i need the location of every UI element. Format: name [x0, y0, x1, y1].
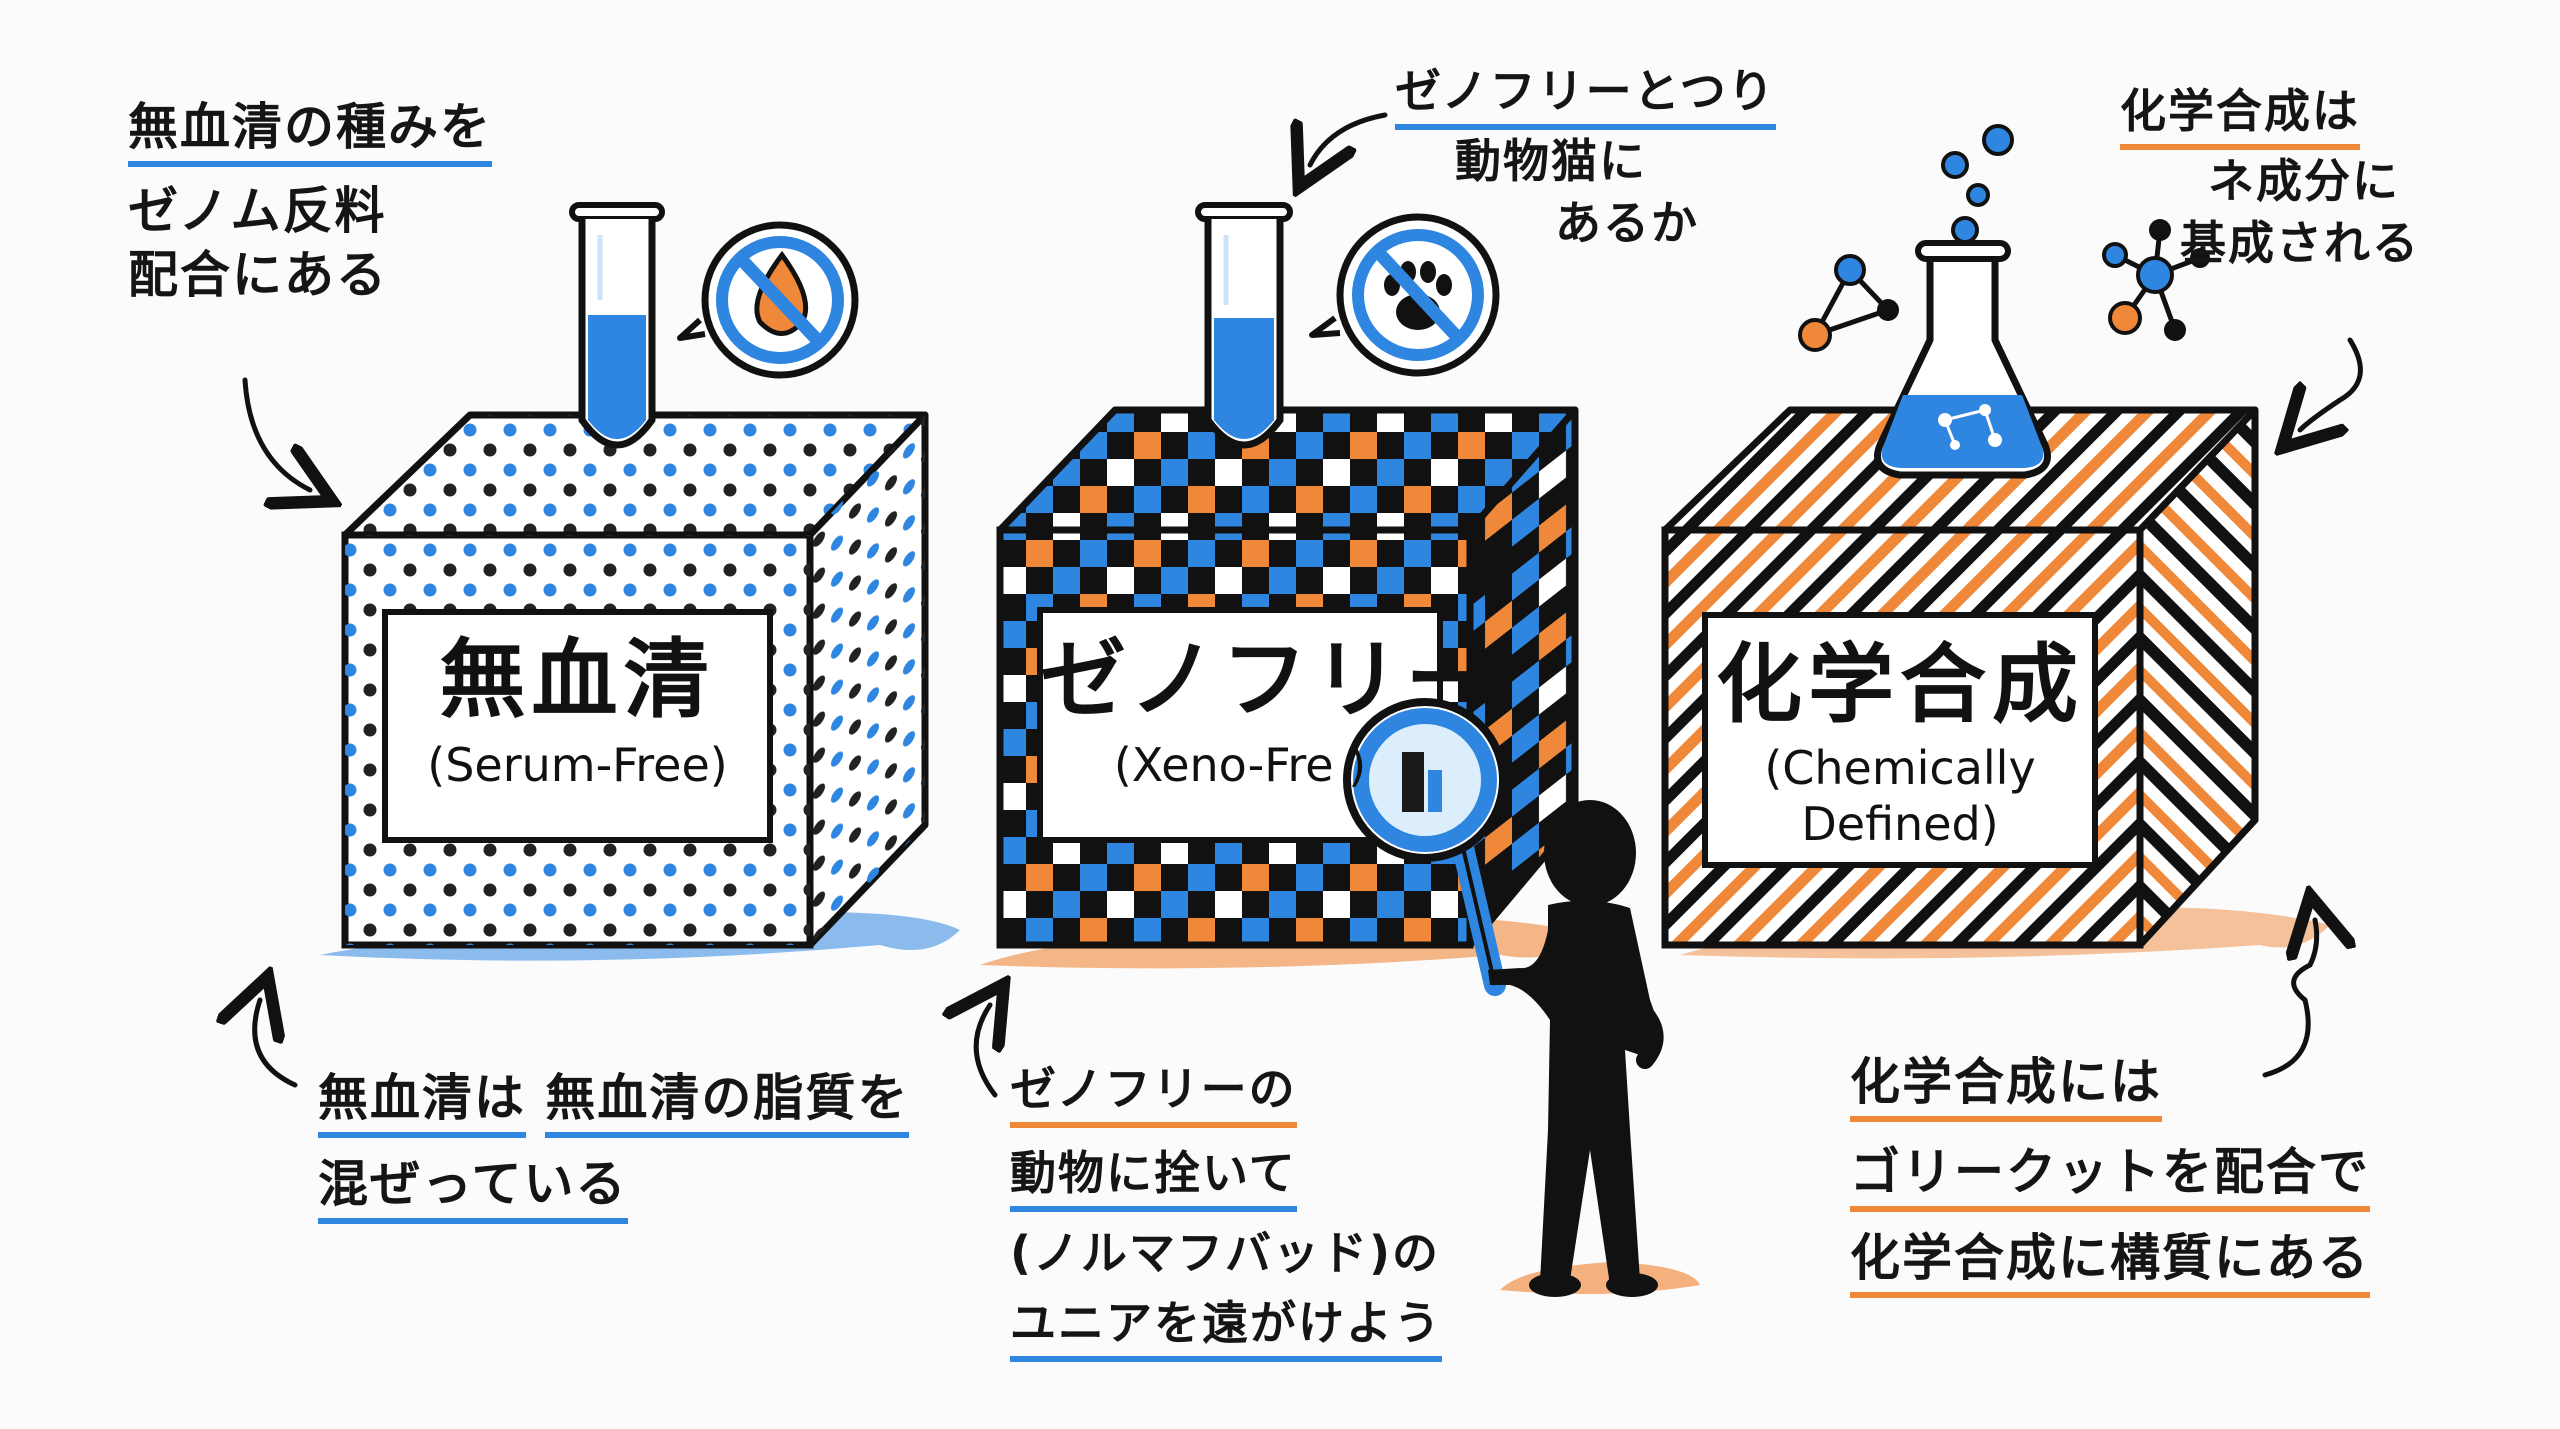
arrow-top-center — [1310, 112, 1388, 165]
note-line: ネ成分に — [2208, 154, 2400, 208]
no-blood-drop-icon — [677, 221, 859, 379]
note-line: (ノルマフバッド)の — [1010, 1226, 1441, 1280]
note-bottom-right: 化学合成には ゴリークットを配合で 化学合成に構質にある — [1850, 1050, 2370, 1298]
arrow-top-left — [242, 377, 310, 490]
note-line: 無血清の脂質を — [545, 1066, 910, 1138]
note-top-center: ゼノフリーとつり 動物猫に あるか — [1395, 60, 1776, 254]
xeno-free-box — [996, 406, 1579, 949]
note-line: 動物猫に — [1455, 134, 1647, 188]
serum-free-box — [341, 411, 929, 949]
note-line: 化学合成は — [2120, 80, 2360, 150]
note-line: ゼノム反料 — [128, 182, 387, 240]
serum-free-title-jp: 無血清 — [439, 630, 716, 730]
arrow-bottom-left — [255, 1000, 298, 1088]
note-bottom-left: 無血清は 無血清の脂質を 混ぜっている — [318, 1048, 910, 1224]
flask-icon — [1874, 124, 2051, 479]
xeno-free-label: ゼノフリー (Xeno-Fre ) — [1040, 625, 1498, 795]
no-paw-icon — [1309, 213, 1500, 377]
note-line: 化学合成に構質にある — [1850, 1226, 2370, 1298]
arrow-top-right — [2300, 337, 2363, 430]
arrow-bottom-center — [976, 1005, 995, 1098]
note-line: 基成される — [2180, 216, 2420, 270]
note-line: 化学合成には — [1850, 1050, 2162, 1122]
annotation-arrows — [242, 112, 2363, 1098]
chemically-defined-label: 化学合成 (Chemically Defined) — [1705, 630, 2095, 852]
molecule-icon — [1798, 219, 2210, 352]
note-line: 無血清は — [318, 1066, 526, 1138]
note-line: ゼノフリーの — [1010, 1058, 1297, 1128]
test-tube-icon — [569, 202, 665, 449]
note-top-left: 無血清の種みを ゼノム反料 配合にある — [128, 95, 492, 307]
xeno-free-title-en: (Xeno-Fre ) — [1113, 738, 1367, 792]
arrow-bottom-right — [2262, 920, 2317, 1078]
serum-free-label-panel — [382, 609, 773, 843]
xeno-free-title-jp: ゼノフリー — [1040, 630, 1498, 730]
chemically-defined-title-en-line2: Defined) — [1801, 797, 1999, 851]
person-with-magnifier-icon — [1343, 698, 1664, 1297]
note-line: ゼノフリーとつり — [1395, 60, 1776, 130]
test-tube-icon — [1195, 202, 1293, 449]
note-line: 配合にある — [128, 246, 388, 304]
serum-free-label: 無血清 (Serum-Free) — [385, 625, 770, 795]
note-line: あるか — [1555, 196, 1699, 250]
serum-free-title-en: (Serum-Free) — [427, 738, 728, 792]
note-top-right: 化学合成は ネ成分に 基成される — [2120, 80, 2420, 274]
note-line: 無血清の種みを — [128, 95, 492, 167]
note-line: ユニアを遠がけよう — [1010, 1292, 1442, 1362]
note-bottom-center: ゼノフリーの 動物に拴いて (ノルマフバッド)の ユニアを遠がけよう — [1010, 1058, 1442, 1362]
chemically-defined-title-jp: 化学合成 — [1716, 635, 2084, 735]
note-line: 動物に拴いて — [1010, 1142, 1297, 1212]
note-line: ゴリークットを配合で — [1850, 1140, 2370, 1212]
chemically-defined-box — [1661, 406, 2259, 949]
note-line: 混ぜっている — [318, 1152, 628, 1224]
chemically-defined-label-panel — [1702, 612, 2098, 868]
chemically-defined-title-en-line1: (Chemically — [1764, 741, 2036, 795]
